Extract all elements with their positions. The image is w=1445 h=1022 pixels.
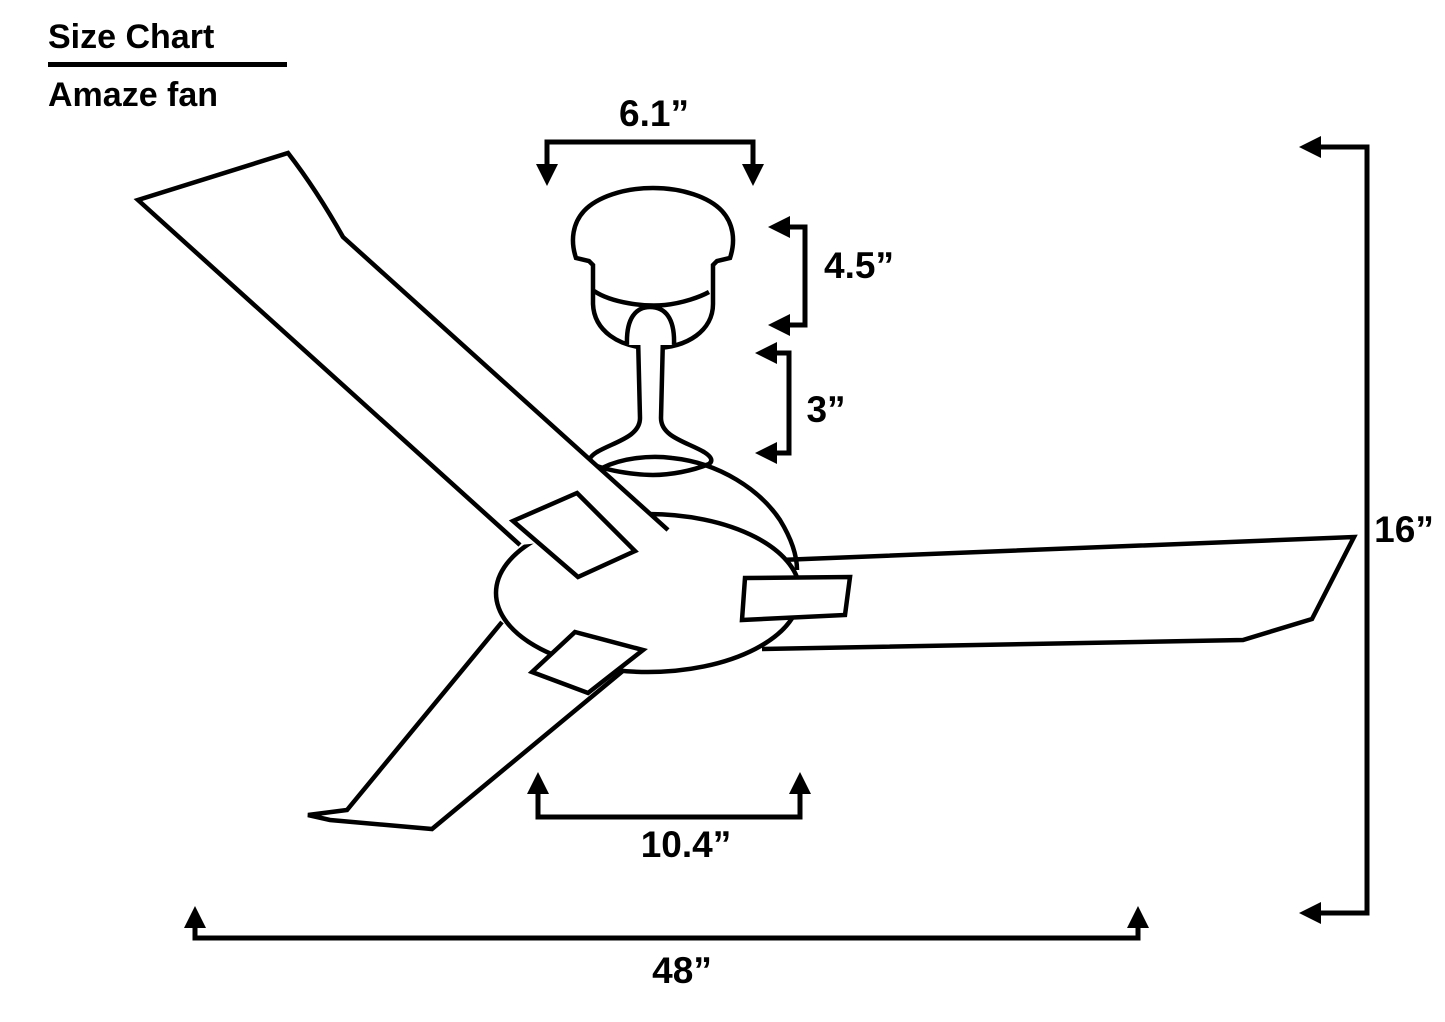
arrowhead-left [768,314,790,336]
dimension-bracket [771,350,792,456]
blade-bracket-lower-left [527,629,648,696]
dimension-upper-right-height: 4.5” [768,216,894,336]
blade-bracket-upper-left [508,490,639,580]
arrowhead-left [768,216,790,238]
fan-blade-upper-left-fill [138,153,668,545]
fan-blade-lower-left [307,620,632,832]
dimension-mid-right-height: 3” [755,342,846,464]
arrowhead-up [789,772,811,794]
dimension-bracket [544,139,756,168]
dimension-bracket [784,224,808,328]
dimension-label: 3” [806,389,845,430]
fan-downrod [587,335,714,478]
arrowhead-up [1127,906,1149,928]
ceiling-fan-drawing [133,150,1358,832]
dimension-bracket [192,924,1141,941]
blade-bracket-right [739,574,853,623]
title-underline [48,62,287,67]
dimension-label: 4.5” [824,245,894,286]
arrowhead-up [527,772,549,794]
fan-canopy-rim-seam [592,289,711,308]
dimension-bracket [535,790,803,820]
fan-blade-right-fill [762,537,1354,649]
arrowhead-down [536,164,558,186]
dimension-label: 16” [1374,509,1434,550]
arrowhead-left [755,442,777,464]
header-block: Size Chart Amaze fan [48,18,287,114]
page-title: Size Chart [48,18,214,56]
dimension-label: 10.4” [641,824,732,865]
dimension-top-width: 6.1” [536,93,764,186]
dimension-right-overall-height: 16” [1299,136,1434,924]
arrowhead-left [755,342,777,364]
dimension-bracket [1315,144,1370,916]
fan-downrod-collar [624,304,677,346]
dimension-bottom-overall-width: 48” [184,906,1149,991]
fan-blade-right [761,534,1358,652]
arrowhead-left [1299,136,1321,158]
arrowhead-down [742,164,764,186]
dimension-label: 48” [652,950,712,991]
dimension-label: 6.1” [619,93,689,134]
fan-blade-upper-left [133,150,670,547]
arrowhead-up [184,906,206,928]
arrowhead-left [1299,902,1321,924]
fan-motor-cap [600,454,800,571]
product-name: Amaze fan [48,76,218,114]
dimension-bottom-inner-width: 10.4” [527,772,811,865]
